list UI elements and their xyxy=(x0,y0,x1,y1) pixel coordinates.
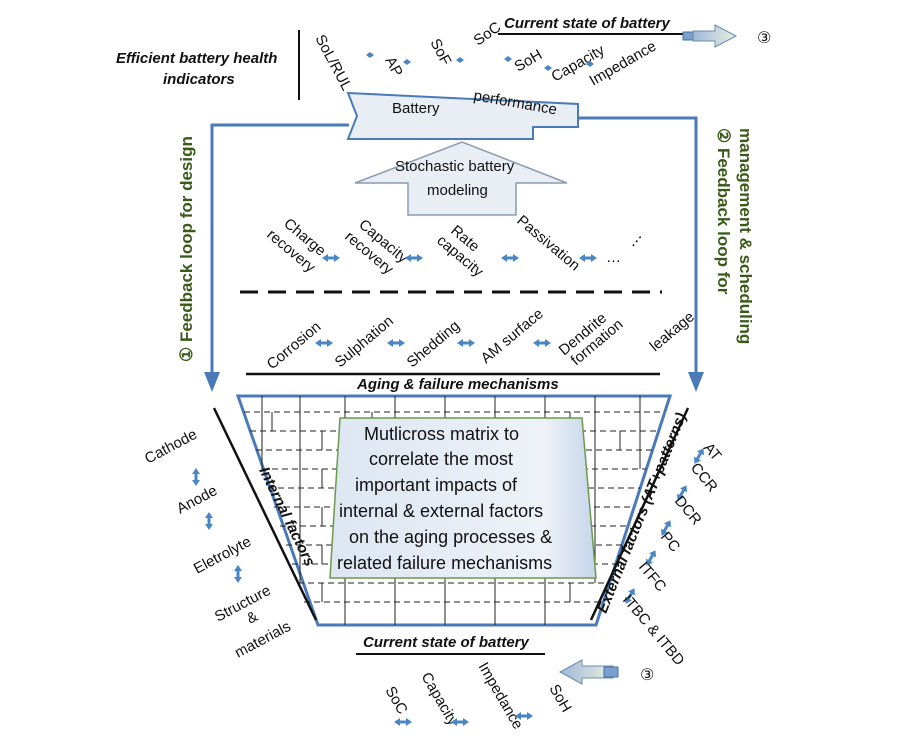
internal-structure-line2: & xyxy=(244,608,261,628)
indicator-sol-rul: SoL/RUL xyxy=(311,32,355,94)
external-dcr: DCR xyxy=(671,493,705,529)
mechanism-am-surface: AM surface xyxy=(478,305,547,367)
recovery-ellipsis-2: ⋮ xyxy=(625,230,647,253)
bottom-arrow-icon xyxy=(558,659,619,685)
recovery-ellipsis: … xyxy=(606,249,621,266)
performance-label-left: Battery xyxy=(392,100,440,117)
feedback-left-label: ① Feedback loop for design xyxy=(177,136,196,362)
mechanism-shedding: Shedding xyxy=(404,317,463,371)
mechanism-leakage: leakage xyxy=(647,308,698,355)
matrix-line-3: important impacts of xyxy=(355,475,518,495)
feedback-right-line2: management & scheduling xyxy=(736,128,755,344)
efficient-indicators-line1: Efficient battery health xyxy=(116,50,277,67)
top-arrow-icon xyxy=(682,24,738,48)
stochastic-line1: Stochastic battery xyxy=(395,158,515,175)
internal-structure-line1: Structure xyxy=(212,582,274,626)
external-pc: PC xyxy=(657,529,684,556)
top-current-state-title: Current state of battery xyxy=(504,15,671,32)
bottom-soc: SoC xyxy=(382,684,411,718)
matrix-line-2: correlate the most xyxy=(369,449,513,469)
internal-cathode: Cathode xyxy=(142,426,200,468)
battery-performance-shape xyxy=(346,91,579,140)
matrix-text-box xyxy=(329,417,597,579)
external-itfc: ITFC xyxy=(635,559,670,596)
efficient-indicators-line2: indicators xyxy=(163,71,235,88)
indicator-ap: AP xyxy=(381,54,405,80)
mechanism-corrosion: Corrosion xyxy=(264,318,325,373)
aging-mechanisms-title: Aging & failure mechanisms xyxy=(356,376,559,393)
indicator-sof: SoF xyxy=(426,36,454,68)
stochastic-line2: modeling xyxy=(427,182,488,199)
external-ccr: CCR xyxy=(687,460,721,496)
stochastic-arrow-shape xyxy=(354,141,568,216)
internal-structure-line3: materials xyxy=(232,618,294,662)
external-itbc-itbd: ITBC & ITBD xyxy=(619,592,688,669)
bottom-impedance: Impedance xyxy=(475,660,527,733)
bottom-circled-three: ③ xyxy=(640,665,654,684)
internal-electrolyte: Eletrolyte xyxy=(191,533,254,577)
internal-anode: Anode xyxy=(174,482,220,517)
feedback-right-line1: ② Feedback loop for xyxy=(714,128,733,295)
indicator-soh: SoH xyxy=(512,46,546,75)
matrix-line-4: internal & external factors xyxy=(339,501,543,521)
mechanism-sulphation: Sulphation xyxy=(332,312,397,371)
bottom-current-state-title: Current state of battery xyxy=(363,634,530,651)
indicator-soc: SoC xyxy=(471,19,505,50)
matrix-line-1: Mutlicross matrix to xyxy=(364,424,519,444)
bottom-soh: SoH xyxy=(546,682,575,716)
matrix-line-6: related failure mechanisms xyxy=(337,553,552,573)
passivation-label: Passivation xyxy=(513,212,583,274)
matrix-line-5: on the aging processes & xyxy=(349,527,552,547)
top-circled-three: ③ xyxy=(757,28,771,47)
